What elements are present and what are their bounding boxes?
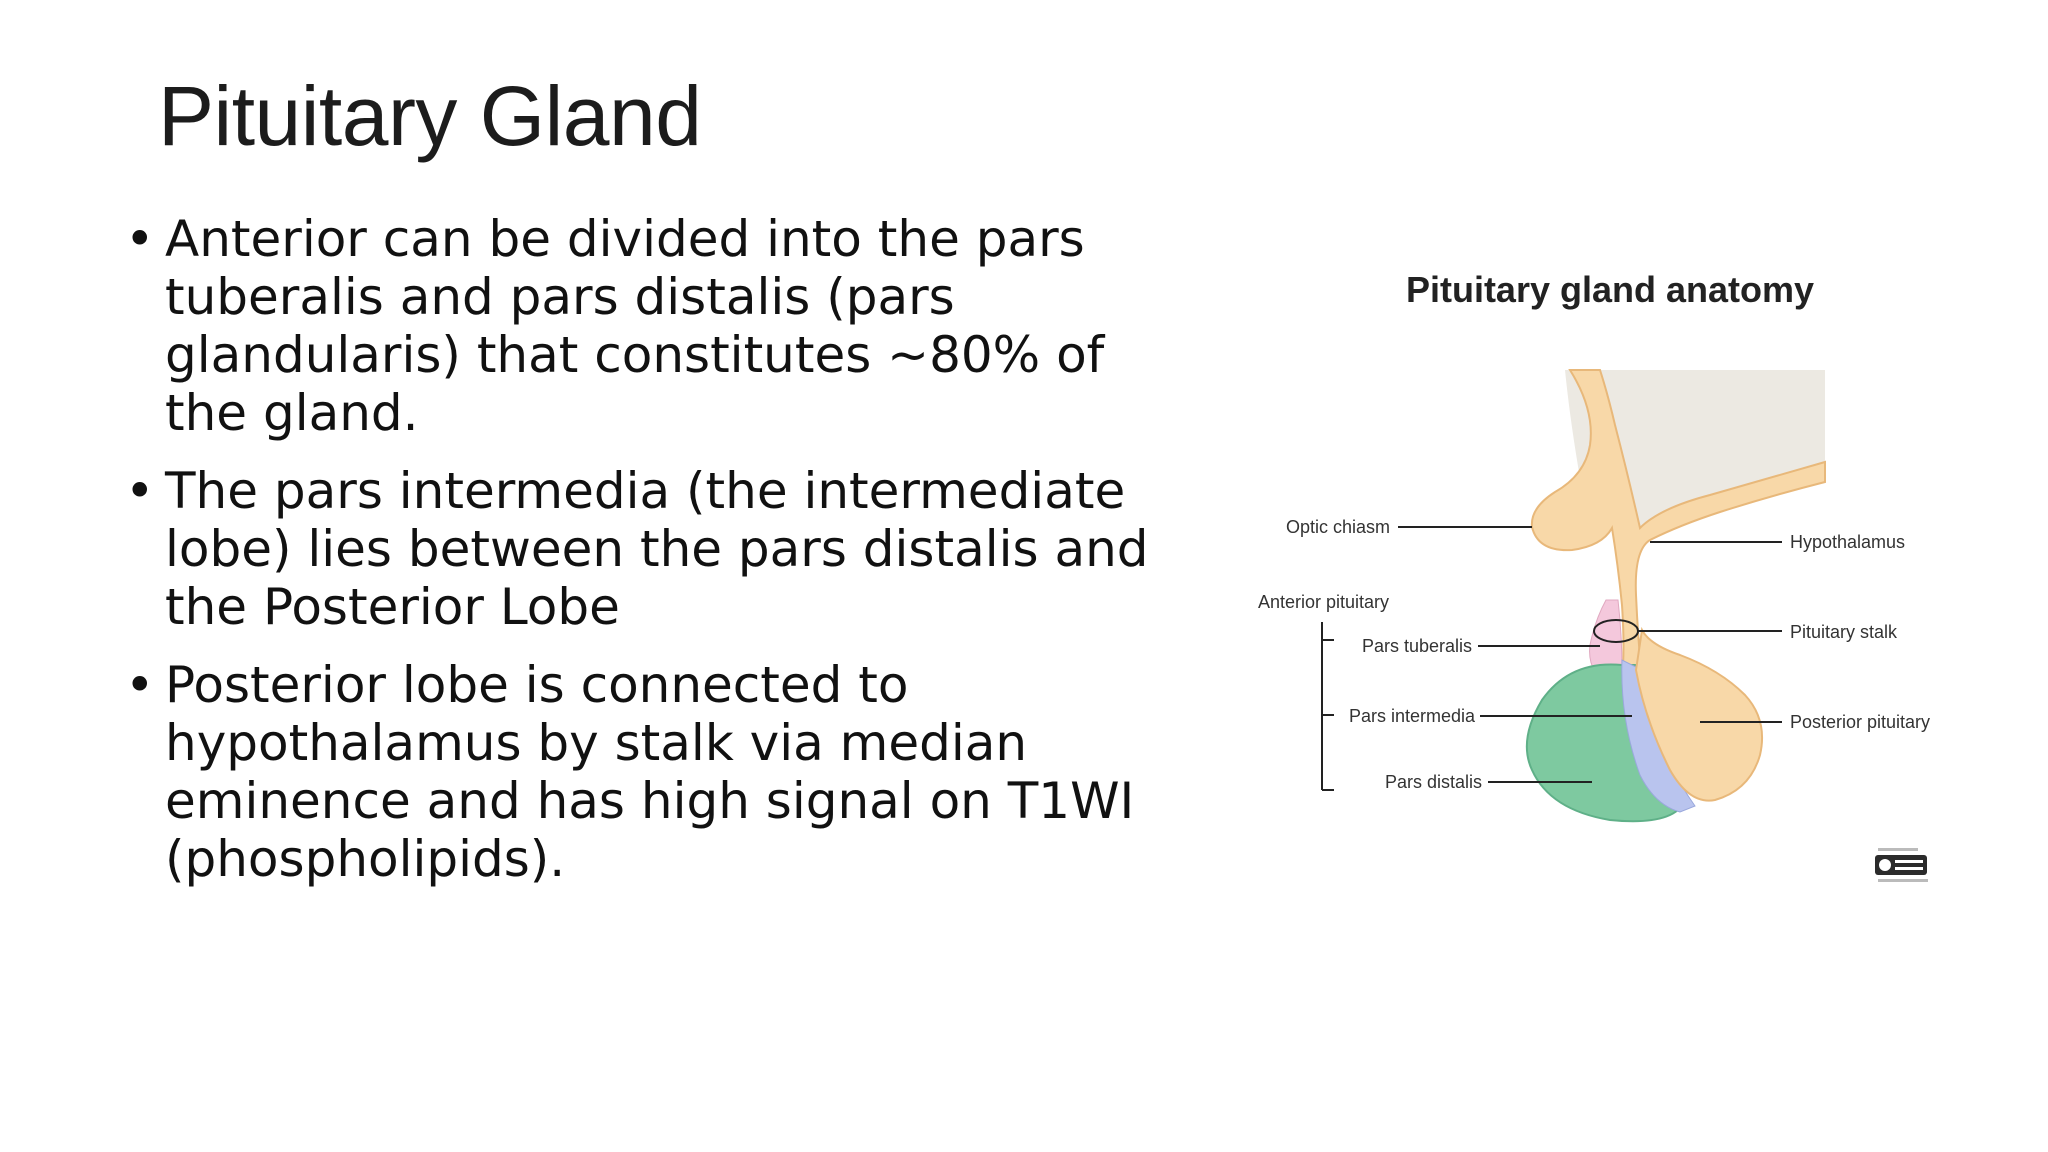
bullet-item: • Anterior can be divided into the pars … (125, 210, 1185, 442)
label-hypothalamus: Hypothalamus (1790, 532, 1905, 552)
label-pars-distalis: Pars distalis (1385, 772, 1482, 792)
bullet-item: • Posterior lobe is connected to hypotha… (125, 656, 1185, 888)
label-optic-chiasm: Optic chiasm (1286, 517, 1390, 537)
creative-commons-badge-icon (1875, 848, 1928, 882)
bullet-text: Anterior can be divided into the pars tu… (165, 210, 1105, 442)
hypothalamus-shape (1530, 369, 1826, 681)
posterior-pituitary-shape (1634, 626, 1764, 802)
bullet-dot: • (125, 656, 155, 714)
bracket-anterior-pituitary (1321, 622, 1334, 791)
pars-tuberalis-shape (1589, 599, 1623, 673)
label-pars-intermedia: Pars intermedia (1349, 706, 1476, 726)
slide-title: Pituitary Gland (158, 69, 702, 163)
bullet-dot: • (125, 462, 155, 520)
label-posterior-pituitary: Posterior pituitary (1790, 712, 1930, 732)
bullet-text: Posterior lobe is connected to hypothala… (165, 656, 1135, 888)
pituitary-anatomy-diagram: Pituitary gland anatomy Optic chiasm Hyp… (1258, 269, 1930, 882)
label-pars-tuberalis: Pars tuberalis (1362, 636, 1472, 656)
bullet-dot: • (125, 210, 155, 268)
bullet-text: The pars intermedia (the intermediate lo… (165, 462, 1149, 636)
label-anterior-pituitary: Anterior pituitary (1258, 592, 1389, 612)
bullet-item: • The pars intermedia (the intermediate … (125, 462, 1185, 636)
label-pituitary-stalk: Pituitary stalk (1790, 622, 1898, 642)
bullet-list: • Anterior can be divided into the pars … (125, 210, 1185, 908)
diagram-title: Pituitary gland anatomy (1406, 269, 1814, 310)
